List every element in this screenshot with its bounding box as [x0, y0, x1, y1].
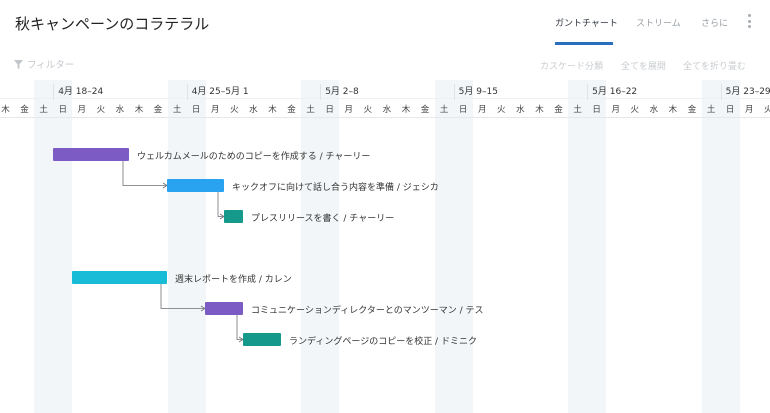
day-label: 木	[268, 105, 277, 115]
day-label: 月	[211, 105, 220, 115]
task-label[interactable]: プレスリリースを書く / チャーリー	[251, 214, 395, 224]
day-label: 木	[401, 105, 411, 115]
day-label: 火	[497, 105, 506, 115]
week-label: 4月 25–5月 1	[186, 84, 249, 100]
page-title: 秋キャンペーンのコラテラル	[15, 15, 210, 33]
day-label: 木	[668, 105, 678, 115]
week-label: 5月 16–22	[587, 84, 637, 100]
filter-button[interactable]: フィルター	[14, 57, 74, 71]
gantt-timeline: 4月 18–24 4月 25–5月 1 5月 2–8 5月 9–15 5月 16–22 5…	[0, 80, 770, 413]
week-label: 4月 18–24	[53, 84, 103, 100]
more-options-icon[interactable]	[746, 14, 752, 32]
dependency-line	[217, 192, 223, 217]
task-label[interactable]: コミュニケーションディレクターとのマンツーマン / テス	[251, 306, 484, 316]
dependency-line	[236, 315, 242, 340]
day-label: 水	[249, 105, 258, 115]
weekend-column	[434, 80, 454, 413]
day-label: 日	[458, 105, 468, 115]
day-label: 日	[725, 105, 735, 115]
day-label: 金	[20, 105, 29, 115]
day-label: 月	[477, 105, 487, 115]
task-label[interactable]: ランディングページのコピーを校正 / ドミニク	[289, 337, 477, 347]
day-label: 火	[764, 105, 770, 115]
day-label: 水	[516, 105, 525, 115]
week-label: 5月 9–15	[453, 84, 498, 100]
task-label[interactable]: キックオフに向けて話し合う内容を準備 / ジェシカ	[232, 183, 439, 193]
day-label: 金	[420, 105, 430, 115]
weekend-column	[587, 80, 607, 413]
day-label: 火	[230, 105, 239, 115]
cascade-sort-button[interactable]: カスケード分類	[540, 62, 604, 72]
day-label: 日	[592, 105, 601, 115]
page-header: 秋キャンペーンのコラテラル ガントチャート ストリーム さらに	[0, 0, 770, 48]
day-label: 日	[325, 105, 334, 115]
weekend-column	[167, 80, 187, 413]
task-bar[interactable]	[167, 179, 224, 192]
day-label: 金	[554, 105, 563, 115]
day-label: 月	[744, 105, 754, 115]
day-label: 月	[77, 105, 87, 115]
day-label: 土	[706, 105, 716, 115]
day-label: 土	[39, 105, 48, 115]
day-label: 月	[344, 105, 353, 115]
weekend-column	[320, 80, 340, 413]
day-label: 日	[58, 105, 67, 115]
day-label: 火	[630, 105, 640, 115]
week-label: 5月 23–29	[720, 84, 770, 100]
day-label: 水	[115, 105, 125, 115]
day-label: 木	[1, 105, 10, 115]
week-label: 5月 2–8	[320, 84, 359, 100]
task-bar[interactable]	[224, 210, 243, 223]
day-label: 日	[191, 105, 201, 115]
day-label: 月	[611, 105, 620, 115]
day-label: 木	[535, 105, 544, 115]
day-label: 土	[306, 105, 315, 115]
task-bar[interactable]	[72, 271, 167, 284]
dependency-connectors	[122, 161, 244, 343]
week-header: 4月 18–24 4月 25–5月 1 5月 2–8 5月 9–15 5月 16–22 5…	[0, 80, 770, 100]
task-bar[interactable]	[243, 333, 281, 346]
weekend-column	[720, 80, 740, 413]
day-label: 水	[382, 105, 392, 115]
weekend-column	[301, 80, 321, 413]
weekend-column	[186, 80, 206, 413]
task-label[interactable]: 週末レポートを作成 / カレン	[175, 275, 292, 285]
toolbar: フィルター カスケード分類 全てを展開 全てを折り畳む	[0, 52, 770, 78]
tab-more[interactable]: さらに	[701, 19, 729, 29]
dependency-line	[160, 284, 204, 309]
day-label: 水	[649, 105, 659, 115]
day-label: 金	[287, 105, 296, 115]
expand-all-button[interactable]: 全てを展開	[621, 62, 666, 72]
weekend-column	[701, 80, 721, 413]
weekend-column	[34, 80, 54, 413]
active-tab-indicator	[555, 42, 613, 45]
task-bar[interactable]	[205, 302, 243, 315]
tab-gantt-chart[interactable]: ガントチャート	[555, 19, 618, 29]
weekend-column	[53, 80, 73, 413]
day-label: 金	[153, 105, 163, 115]
day-label: 土	[439, 105, 449, 115]
day-label: 土	[573, 105, 582, 115]
day-label: 金	[687, 105, 697, 115]
tab-stream[interactable]: ストリーム	[636, 19, 681, 29]
task-bar[interactable]	[53, 148, 129, 161]
filter-icon	[14, 60, 23, 69]
collapse-all-button[interactable]: 全てを折り畳む	[683, 62, 746, 72]
day-header: 木金土日月火水木金土日月火水木金土日月火水木金土日月火水木金土日月火水木金土日月…	[0, 99, 770, 118]
weekend-column	[568, 80, 588, 413]
day-label: 火	[363, 105, 373, 115]
filter-label: フィルター	[27, 60, 75, 71]
day-label: 火	[96, 105, 106, 115]
dependency-line	[122, 161, 166, 186]
day-label: 土	[172, 105, 182, 115]
task-label[interactable]: ウェルカムメールのためのコピーを作成する / チャーリー	[137, 152, 371, 162]
day-label: 木	[134, 105, 144, 115]
weekend-column	[453, 80, 473, 413]
